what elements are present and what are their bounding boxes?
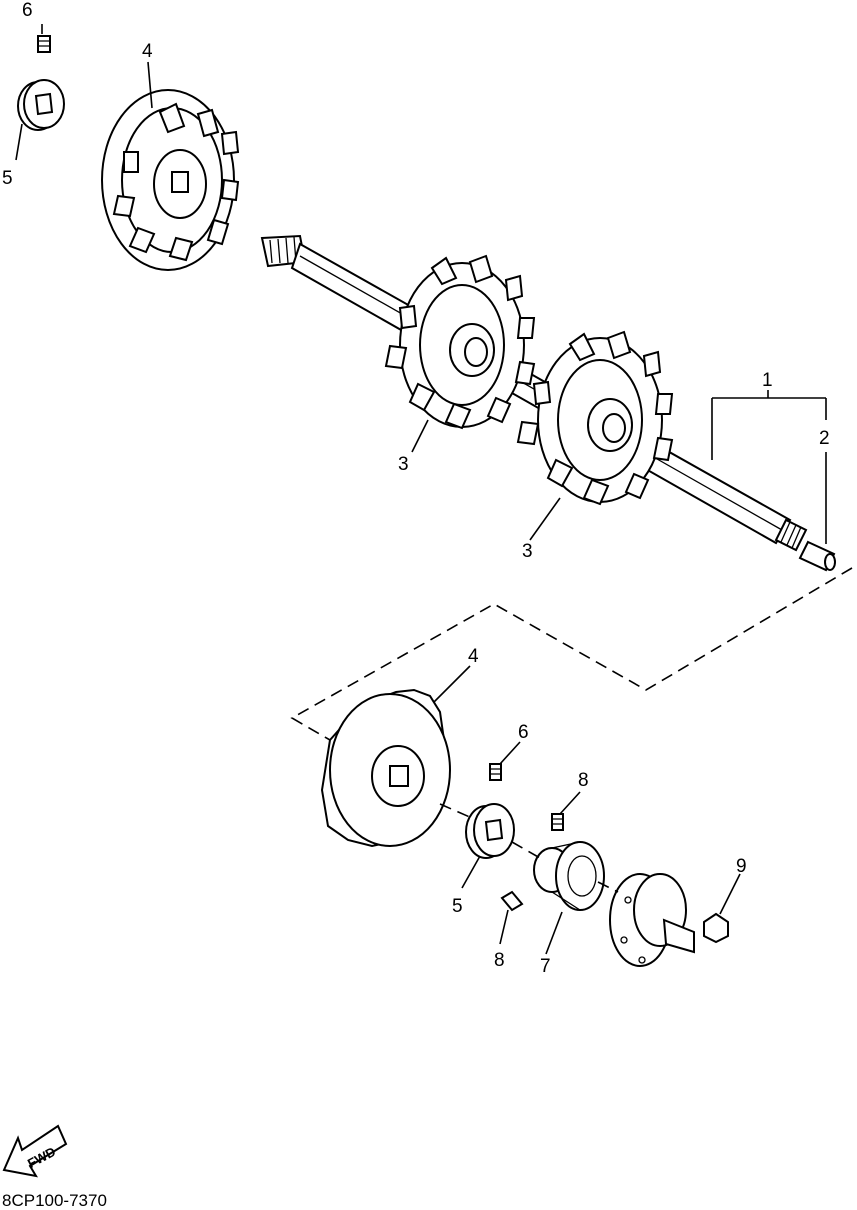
callout-3-right: 3 xyxy=(522,541,533,562)
callout-5-lower: 5 xyxy=(452,896,463,917)
collar-5-lower xyxy=(465,803,515,859)
idler-wheel-4-lower xyxy=(320,688,451,848)
collar-5-upper xyxy=(17,79,65,131)
callout-6-lower: 6 xyxy=(518,722,529,743)
set-screw-6-lower xyxy=(489,763,502,781)
callout-1: 1 xyxy=(762,370,773,391)
callout-5-upper: 5 xyxy=(2,168,13,189)
callout-3-left: 3 xyxy=(398,454,409,475)
callout-9: 9 xyxy=(736,856,747,877)
sprocket-3-left xyxy=(384,254,536,430)
set-screw-6-upper xyxy=(37,35,51,53)
sprocket-wheel-4-upper xyxy=(101,89,240,271)
callout-7: 7 xyxy=(540,956,551,977)
flange-hub xyxy=(609,873,695,967)
set-screw-8-upper xyxy=(551,813,564,831)
fwd-arrow-icon: FWD xyxy=(2,1124,68,1178)
callout-8-lower: 8 xyxy=(494,950,505,971)
callout-4-upper: 4 xyxy=(142,41,153,62)
bearing-7 xyxy=(533,841,605,911)
nut-9 xyxy=(703,912,729,944)
sprocket-3-right xyxy=(516,330,674,506)
callout-8-upper: 8 xyxy=(578,770,589,791)
leader-lines xyxy=(15,24,853,955)
shaft-end-nut xyxy=(798,540,836,572)
callout-6-upper: 6 xyxy=(22,0,33,21)
callout-2: 2 xyxy=(819,428,830,449)
callout-4-lower: 4 xyxy=(468,646,479,667)
set-screw-8-lower xyxy=(500,890,524,912)
diagram-code: 8CP100-7370 xyxy=(2,1191,107,1210)
